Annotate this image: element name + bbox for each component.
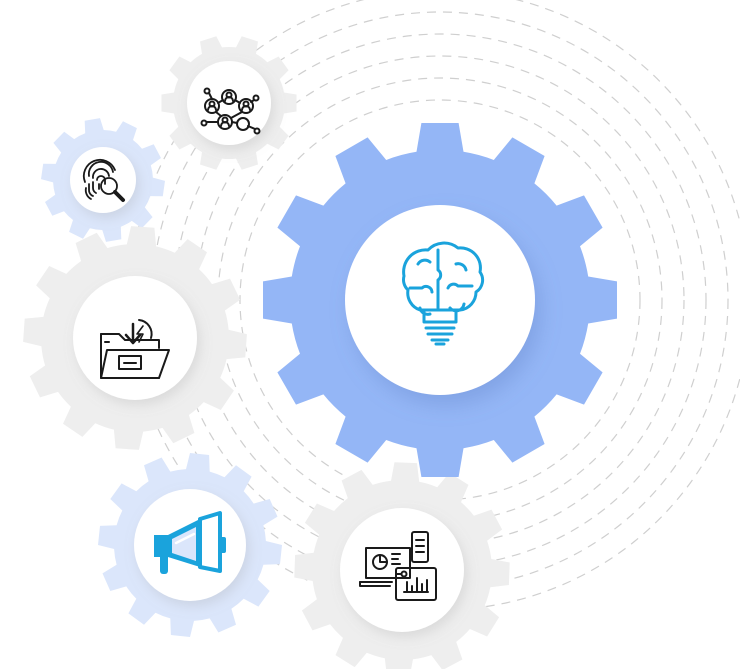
brain-lightbulb-icon: [402, 241, 485, 346]
gear-folder: [23, 226, 247, 450]
fingerprint-search-icon: [82, 158, 125, 202]
gear-hub: [345, 205, 535, 395]
gear-brain: [263, 123, 617, 477]
gear-hub: [73, 276, 197, 400]
devices-analytics-icon: [359, 531, 437, 601]
gear-hub: [340, 508, 464, 632]
dashed-ring: [195, 55, 685, 545]
folder-download-icon: [100, 319, 170, 379]
gear-devices: [294, 462, 510, 669]
megaphone-icon: [154, 511, 226, 574]
network-people-icon: [200, 87, 261, 135]
dashed-ring: [217, 77, 663, 523]
dashed-ring: [239, 99, 641, 501]
